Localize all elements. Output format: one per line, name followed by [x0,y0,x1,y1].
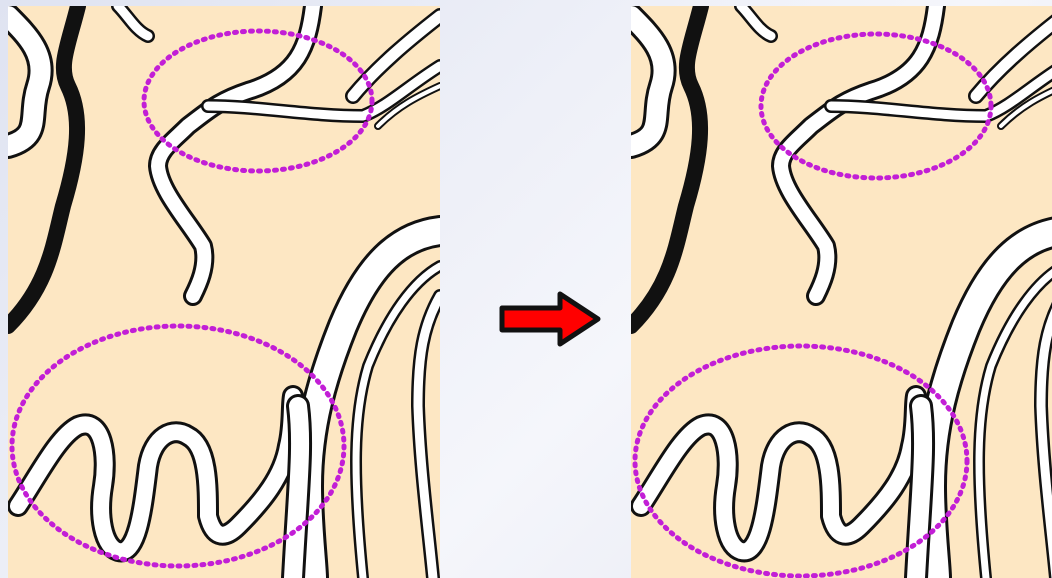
before-panel [8,6,440,578]
after-panel [631,6,1052,578]
after-image [631,6,1052,578]
before-image [8,6,440,578]
right-arrow-icon [498,290,606,350]
